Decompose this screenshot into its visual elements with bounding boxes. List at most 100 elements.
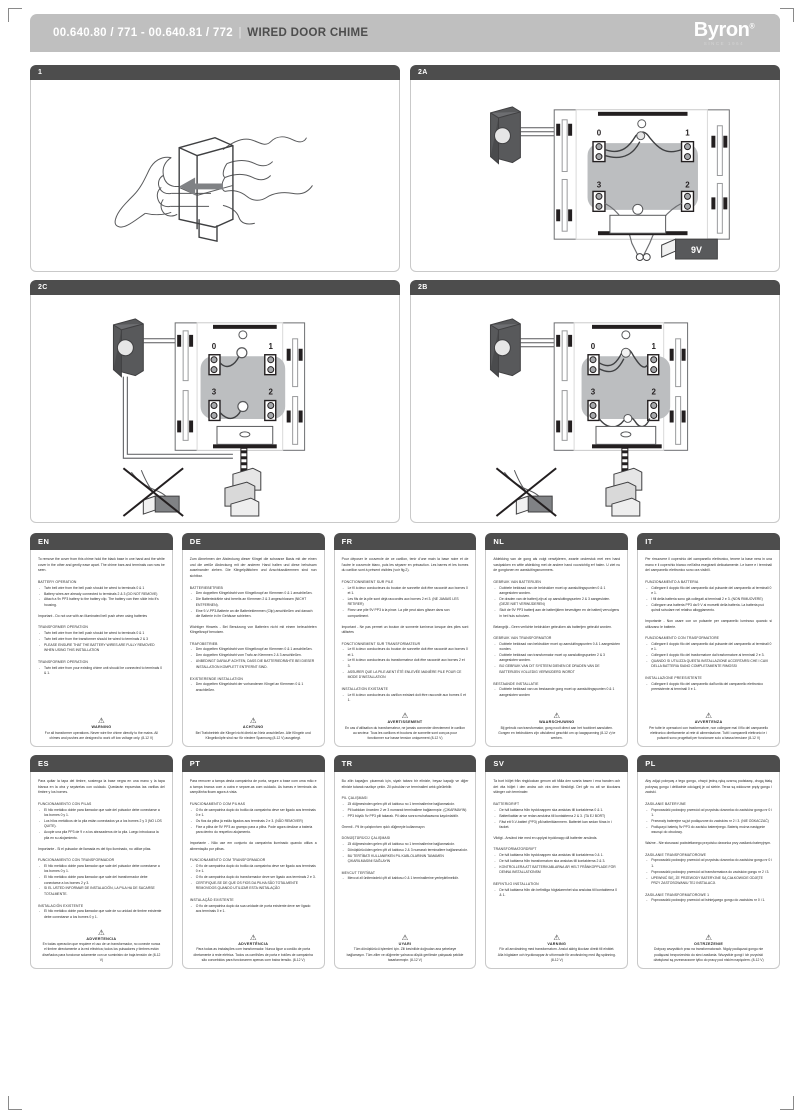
list-item: Dubbele beldraad van transformator moet … <box>493 653 620 664</box>
list-item: Mevcut zil ünitenizdeki çift zil kablosu… <box>342 876 469 882</box>
product-name: WIRED DOOR CHIME <box>247 27 369 39</box>
list-item: Poprowadzić podwojny przewód od transfor… <box>645 870 772 876</box>
instruction-section: FUNCIONAMENTO COM TRANSFORMADORO fio de … <box>190 858 317 892</box>
list-item: Zil düğmesinden gelen çift zil kablosu n… <box>342 802 469 808</box>
instruction-list: Dubbele beldraad van uw bestaande gong m… <box>493 687 620 698</box>
list-item: El hilo metálico doble para llamador que… <box>38 808 165 819</box>
list-item: Collegare il doppio filo del campanello … <box>645 642 772 653</box>
section-title: BATTERIEBETRIEB <box>189 585 223 590</box>
instruction-sheet: 00.640.80 / 771 - 00.640.81 / 772 | WIRE… <box>30 14 780 1104</box>
list-item: PP3 büyük 9v PP3 pili takarak. Pil daha … <box>342 814 469 820</box>
panel-1-label: 1 <box>30 65 400 80</box>
instruction-list: O fio de campainha duplo da sua unidade … <box>190 904 317 915</box>
section-title: FUNCIONAMIENTO CON PILAS <box>38 802 92 807</box>
section-title: INSTALACIÓN EXISTENTE <box>38 903 84 908</box>
intro-text: Afdekking van de gong als volgt verwijde… <box>493 557 621 573</box>
warning-title: UYARI <box>398 941 412 946</box>
instruction-section: PIL ÇALIŞMASIZil düğmesinden gelen çift … <box>342 796 469 819</box>
section-title: INSTALLATION EXISTANTE <box>341 687 389 692</box>
warning-title: ACHTUNG <box>242 725 264 730</box>
crop-mark-tr-v <box>793 8 794 22</box>
language-code-nl: NL <box>485 533 629 550</box>
list-item: Podłączyć baterię 9v PP3 do zacisku bate… <box>645 825 772 836</box>
list-item: ASSURER QUE LA PILE AIENT ÉTÉ ENLEVÉE MA… <box>342 670 469 681</box>
instruction-section: GEBRUIK VAN BATTERIJENDubbele beldraad v… <box>493 580 620 620</box>
terminal-label-3: 3 <box>591 388 596 397</box>
transformer-icon <box>605 467 643 517</box>
warning-title: OSTRZEŻENIE <box>694 941 724 946</box>
instruction-list: Den doppelten Klingeldraht vom Klingelkn… <box>190 591 317 619</box>
instruction-list: Den doppelten Klingeldraht der vorhanden… <box>190 682 317 693</box>
language-code-es: ES <box>30 755 173 773</box>
instruction-section: FUNCIONAMENTO COM PILHASO fio de campain… <box>190 802 317 836</box>
brand-logo: Byron® Since 1964 <box>668 14 780 52</box>
terminal-label-0: 0 <box>212 342 217 351</box>
cover-removal-illustration <box>114 136 313 243</box>
important-note: Importante - Não use em conjunto da camp… <box>189 841 317 851</box>
important-note: Importante - Si el pulsador de llamada e… <box>38 846 152 851</box>
list-item: O fio de campainha duplo do botão da cam… <box>190 808 317 819</box>
warning-triangle-icon: ⚠ <box>98 927 105 937</box>
language-code-en: EN <box>30 533 173 550</box>
instruction-list: Dubbele beldraad van de beldrukker moet … <box>493 586 620 620</box>
list-item: El hilo metálico doble para llamador que… <box>38 909 165 920</box>
list-item: SI EL USTED INFORMAR DE INSTALACIÓN, LA … <box>38 886 165 897</box>
section-title: EXISTIERENDE INSTALLATION <box>189 676 243 681</box>
instruction-section: INSTALLATION EXISTANTELe fil à deux cond… <box>342 687 469 704</box>
language-body: Pour déposer le couvercle de ce carillon… <box>333 550 477 748</box>
list-item: De två kablarna från transformatorn ska … <box>493 859 620 865</box>
section-title: FUNZIONAMENTO CON TRASFORMATORE <box>645 636 720 641</box>
warning-title: ADVERTÊNCIA <box>238 941 269 946</box>
section-title: BESTAANDE INSTALLATIE <box>493 681 539 686</box>
list-item: Collegare una batteria PP3 da 9 V ai mor… <box>645 603 772 614</box>
panel-2a-body: 0 1 3 2 <box>410 80 780 272</box>
instruction-list: Collegare il doppio filo del campanello … <box>645 682 772 693</box>
brand-name: Byron® <box>694 20 755 40</box>
list-item: El hilo metálico doble para llamador que… <box>38 875 165 886</box>
list-item: Przewody baterejne są jut podłączone do … <box>645 819 772 825</box>
list-item: De två kablarna från tryckknappen ska an… <box>493 853 620 859</box>
diagram-panel-2b: 2B <box>410 280 780 523</box>
list-item: Den doppelten Klingeldraht der vorhanden… <box>190 682 317 693</box>
intro-text: Zum Abnehmen der Abdeckung dieser Klinge… <box>189 557 317 579</box>
intro-text: Ta bort höljet från ringklockan genom at… <box>493 779 621 795</box>
section-title: FONCTIONNEMENT SUR TRANSFORMATEUR <box>341 641 421 646</box>
instruction-list: Le fil à deux conducteurs du bouton de s… <box>342 647 469 681</box>
brand-text: Byron <box>693 19 750 41</box>
list-item: Dubbele beldraad van beldrukker moet op … <box>493 642 620 653</box>
list-item: Twin bell wire from the bell push should… <box>38 631 165 637</box>
instruction-list: El hilo metálico doble para llamador que… <box>38 808 165 842</box>
warning-text: En cas d’utilisation du transformateur, … <box>344 725 466 740</box>
section-title: MEVCUT TERTİBAT <box>341 870 376 875</box>
terminal-label-1: 1 <box>269 342 274 351</box>
crop-mark-br-h <box>780 1109 794 1110</box>
instruction-section: TRANSFORMATORDRIFTDe två kablarna från t… <box>493 847 620 876</box>
instruction-list: Den doppelten Klingeldraht vom Klingelkn… <box>190 647 317 670</box>
instruction-list: O fio de campainha duplo do botão da cam… <box>190 864 317 892</box>
list-item: Battery wires are already connected to t… <box>38 592 165 598</box>
instruction-section: TRANSFORMER OPERATIONTwin bell wire from… <box>38 660 165 677</box>
warning-triangle-icon: ⚠ <box>553 711 561 721</box>
no-battery-icon <box>122 467 184 517</box>
section-title: ZASILANIE TRANSFORMATOROWE <box>645 852 706 857</box>
list-item: CERTIFIQUE-SE DE QUE OS FIOS DA PILHA SÃ… <box>190 881 317 892</box>
list-item: Den doppelten Klingeldraht vom Trafo an … <box>190 653 317 659</box>
intro-text: Bu zilin kapağını çıkarmak için, siyah t… <box>341 779 469 789</box>
instruction-section: FUNCIONAMIENTO CON TRANSFORMADOREl hilo … <box>38 858 165 898</box>
warning-triangle-icon: ⚠ <box>249 716 257 726</box>
list-item: Sluit de 9V PP3 batterij aan de batterij… <box>493 608 620 619</box>
list-item: KONTROLLERA ATT BATTERIKABLARNA ÄR HELT … <box>493 865 620 876</box>
list-item: Dubbele beldraad van uw bestaande gong m… <box>493 687 620 698</box>
panel-2c-body: 0 1 3 2 <box>30 295 400 523</box>
instruction-list: Twin bell wire from the bell push should… <box>38 586 165 609</box>
list-item: Den doppelten Klingeldraht vom Klingelkn… <box>190 591 317 597</box>
list-item: PLEASE ENSURE THAT THE BATTERY WIRES ARE… <box>38 643 165 654</box>
panel-1-body <box>30 80 400 272</box>
list-item: De två kablarna från tryckknappen ska an… <box>493 808 620 814</box>
